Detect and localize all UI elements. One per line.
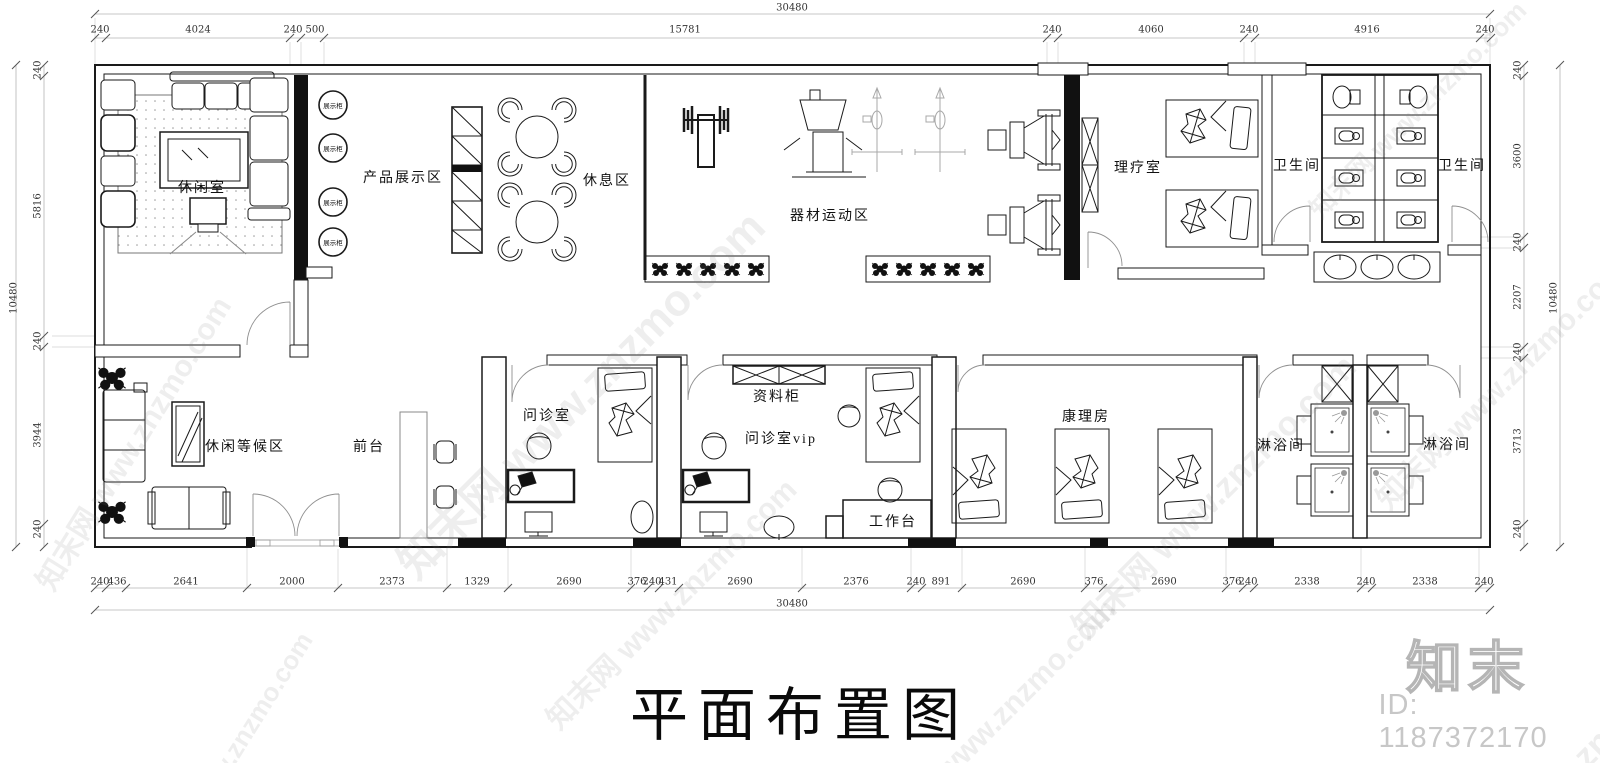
room-label-shower-right: 淋浴间 <box>1423 438 1471 453</box>
label-front-desk: 前台 <box>353 440 385 455</box>
dim: 240 <box>1356 576 1376 588</box>
consult-misc <box>630 500 795 540</box>
room-label-equipment-area: 器材运动区 <box>790 209 870 224</box>
dim: 431 <box>658 576 678 588</box>
toilet-fixtures <box>1323 85 1431 280</box>
dim: 891 <box>931 576 951 588</box>
znzmo-logo: 知末 <box>1405 636 1530 701</box>
dim: 2207 <box>1512 284 1524 310</box>
interior-walls <box>94 62 1482 547</box>
label-display-cabinet: 展示柜 <box>323 146 343 153</box>
dim: 2641 <box>173 576 199 588</box>
dim: 376 <box>1084 576 1104 588</box>
shower-area <box>1296 365 1424 517</box>
care-bed <box>951 428 1007 524</box>
dim: 4024 <box>185 24 211 36</box>
dim: 2338 <box>1412 576 1438 588</box>
dim: 240 <box>1474 576 1494 588</box>
dim: 240 <box>1042 24 1062 36</box>
dim: 376 <box>1222 576 1242 588</box>
room-label-shower-left: 淋浴间 <box>1257 439 1305 454</box>
dim: 240 <box>32 519 44 539</box>
dim: 3944 <box>32 422 44 448</box>
image-id: ID: 1187372170 <box>1378 689 1548 754</box>
dim: 240 <box>90 576 110 588</box>
dim: 4916 <box>1354 24 1380 36</box>
label-display-cabinet: 展示柜 <box>323 103 343 110</box>
dim: 240 <box>32 60 44 80</box>
care-bed <box>1054 428 1110 524</box>
outer-walls <box>94 64 1491 549</box>
room-label-lounge: 休闲室 <box>178 181 226 196</box>
room-label-toilet-right: 卫生间 <box>1438 159 1486 174</box>
dim: 240 <box>1239 24 1259 36</box>
dim: 2690 <box>1010 576 1036 588</box>
dim: 500 <box>305 24 325 36</box>
dim-top-total: 30480 <box>776 2 808 14</box>
dim: 3713 <box>1512 428 1524 454</box>
dim: 240 <box>1512 519 1524 539</box>
dim: 15781 <box>669 24 701 36</box>
dim: 240 <box>1475 24 1495 36</box>
room-label-rest-area: 休息区 <box>583 174 631 189</box>
vip-room <box>732 365 932 539</box>
dim: 2690 <box>1151 576 1177 588</box>
label-display-cabinet: 展示柜 <box>323 240 343 247</box>
dim: 436 <box>107 576 127 588</box>
room-label-care: 康理房 <box>1062 410 1110 425</box>
dim: 1329 <box>464 576 490 588</box>
dimension-ticks <box>11 9 1565 615</box>
label-display-cabinet: 展示柜 <box>323 200 343 207</box>
lounge-furniture <box>100 71 291 255</box>
dim: 2376 <box>843 576 869 588</box>
waiting-area-furniture <box>97 366 457 539</box>
dim: 3600 <box>1512 143 1524 169</box>
room-label-physio: 理疗室 <box>1114 161 1162 176</box>
dim: 376 <box>627 576 647 588</box>
dim: 2690 <box>727 576 753 588</box>
dim: 4060 <box>1138 24 1164 36</box>
dim: 5816 <box>32 193 44 219</box>
label-workbench: 工作台 <box>869 515 917 530</box>
dim: 2000 <box>279 576 305 588</box>
dim-bottom-total: 30480 <box>776 598 808 610</box>
room-label-consult: 问诊室 <box>523 409 571 424</box>
dim: 240 <box>1512 232 1524 252</box>
dim: 240 <box>283 24 303 36</box>
dim: 240 <box>906 576 926 588</box>
dim: 240 <box>1238 576 1258 588</box>
gym-equipment <box>644 86 1061 283</box>
room-label-consult-vip: 问诊室vip <box>745 432 817 447</box>
dim: 2373 <box>379 576 405 588</box>
label-file-cabinet: 资料柜 <box>753 390 801 405</box>
dim-left-total: 10480 <box>8 282 20 314</box>
physio-bed <box>1165 99 1259 158</box>
rest-area-tables <box>492 92 582 267</box>
doors <box>246 205 1489 537</box>
dim: 240 <box>1512 60 1524 80</box>
page-title: 平面布置图 <box>629 683 971 748</box>
dim: 240 <box>32 331 44 351</box>
physio-bed <box>1165 189 1259 248</box>
room-label-product-display: 产品展示区 <box>363 171 443 186</box>
room-label-toilet-left: 卫生间 <box>1273 159 1321 174</box>
vip-bed <box>865 367 921 463</box>
dim: 240 <box>642 576 662 588</box>
room-label-waiting: 休闲等候区 <box>205 440 285 455</box>
dim: 2338 <box>1294 576 1320 588</box>
dim: 240 <box>90 24 110 36</box>
dimension-lines <box>15 13 1561 611</box>
extension-lines <box>52 18 1524 588</box>
dim: 2690 <box>556 576 582 588</box>
display-area <box>318 90 483 257</box>
